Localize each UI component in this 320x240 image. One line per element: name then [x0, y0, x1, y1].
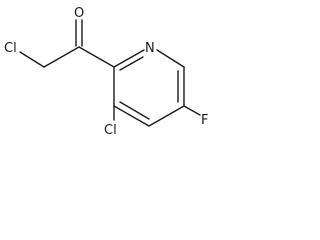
bond-c4-c3: [113, 105, 150, 127]
bond-c5-f: [183, 105, 201, 116]
atom-oxygen: O: [74, 6, 84, 21]
bond-c4-c3-inner: [119, 101, 150, 120]
atom-chlorine-ring: Cl: [104, 123, 117, 138]
atom-chlorine-alkyl: Cl: [4, 41, 17, 56]
chemical-structure: Cl O N Cl F: [4, 6, 208, 138]
bond-ch2-carbonyl: [43, 46, 80, 68]
atom-nitrogen: N: [145, 41, 155, 56]
bond-c5-c4: [148, 105, 185, 127]
bond-carbonyl-ring: [78, 46, 115, 68]
bond-cl-ch2: [19, 51, 45, 68]
bond-c2-n1-inner: [119, 56, 144, 71]
bonds: [19, 19, 201, 127]
bond-c2-n1: [113, 49, 145, 68]
bond-n1-c6: [156, 49, 185, 68]
atom-fluorine: F: [201, 113, 208, 128]
atom-labels: Cl O N Cl F: [4, 6, 208, 138]
